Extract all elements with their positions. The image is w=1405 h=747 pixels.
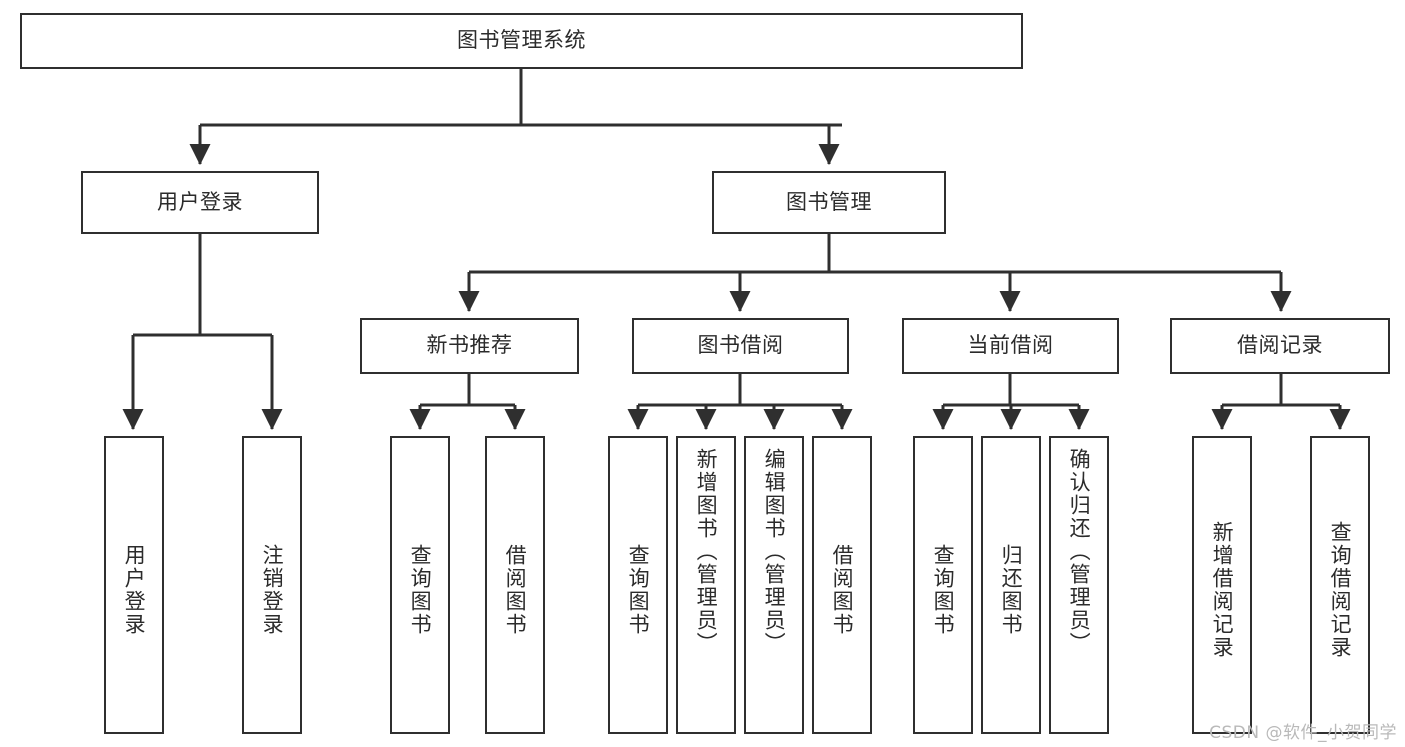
node-book-borrow[interactable]: 图书借阅 xyxy=(632,318,849,374)
connectors-borrow xyxy=(627,374,853,431)
node-user-login[interactable]: 用户登录 xyxy=(81,171,319,234)
leaf-confirm-return-admin[interactable]: 确认归还（管理员） xyxy=(1049,436,1109,734)
leaf-add-book-admin-label: 新增图书（管理员） xyxy=(694,448,719,655)
leaf-logout-label: 注销登录 xyxy=(260,544,285,636)
leaf-query-book-current[interactable]: 查询图书 xyxy=(913,436,973,734)
leaf-return-book[interactable]: 归还图书 xyxy=(981,436,1041,734)
leaf-query-book-borrow-label: 查询图书 xyxy=(626,544,651,636)
leaf-add-borrow-record-label: 新增借阅记录 xyxy=(1210,521,1235,659)
leaf-user-login-label: 用户登录 xyxy=(122,544,147,636)
leaf-logout[interactable]: 注销登录 xyxy=(242,436,302,734)
node-book-management-label: 图书管理 xyxy=(786,189,872,214)
node-current-borrow-label: 当前借阅 xyxy=(967,333,1054,358)
leaf-edit-book-admin-label: 编辑图书（管理员） xyxy=(762,448,787,655)
connectors-book-manage xyxy=(458,234,1292,313)
node-borrow-record-label: 借阅记录 xyxy=(1237,333,1323,358)
node-root-label: 图书管理系统 xyxy=(457,28,586,53)
node-borrow-record[interactable]: 借阅记录 xyxy=(1170,318,1390,374)
node-book-borrow-label: 图书借阅 xyxy=(697,333,784,358)
leaf-query-book-current-label: 查询图书 xyxy=(931,544,956,636)
leaf-query-book-recommend-label: 查询图书 xyxy=(408,544,433,636)
leaf-query-borrow-record[interactable]: 查询借阅记录 xyxy=(1310,436,1370,734)
leaf-edit-book-admin[interactable]: 编辑图书（管理员） xyxy=(744,436,804,734)
leaf-user-login[interactable]: 用户登录 xyxy=(104,436,164,734)
leaf-query-borrow-record-label: 查询借阅记录 xyxy=(1328,521,1353,659)
leaf-query-book-recommend[interactable]: 查询图书 xyxy=(390,436,450,734)
node-new-book-recommend-label: 新书推荐 xyxy=(426,333,513,358)
leaf-borrow-book-label: 借阅图书 xyxy=(830,544,855,636)
leaf-add-book-admin[interactable]: 新增图书（管理员） xyxy=(676,436,736,734)
connectors-current-borrow xyxy=(932,374,1090,431)
connectors-new-book xyxy=(409,374,526,431)
node-current-borrow[interactable]: 当前借阅 xyxy=(902,318,1119,374)
leaf-borrow-book[interactable]: 借阅图书 xyxy=(812,436,872,734)
leaf-confirm-return-admin-label: 确认归还（管理员） xyxy=(1067,448,1092,655)
connectors-borrow-record xyxy=(1211,374,1351,431)
node-user-login-label: 用户登录 xyxy=(157,189,243,214)
node-book-management[interactable]: 图书管理 xyxy=(712,171,946,234)
leaf-query-book-borrow[interactable]: 查询图书 xyxy=(608,436,668,734)
leaf-borrow-book-recommend-label: 借阅图书 xyxy=(503,544,528,636)
node-root[interactable]: 图书管理系统 xyxy=(20,13,1023,69)
connectors-root xyxy=(189,69,842,166)
watermark: CSDN @软件_小贺同学 xyxy=(1209,723,1397,743)
connectors-user-login xyxy=(122,234,283,431)
leaf-return-book-label: 归还图书 xyxy=(999,544,1024,636)
leaf-add-borrow-record[interactable]: 新增借阅记录 xyxy=(1192,436,1252,734)
leaf-borrow-book-recommend[interactable]: 借阅图书 xyxy=(485,436,545,734)
node-new-book-recommend[interactable]: 新书推荐 xyxy=(360,318,579,374)
